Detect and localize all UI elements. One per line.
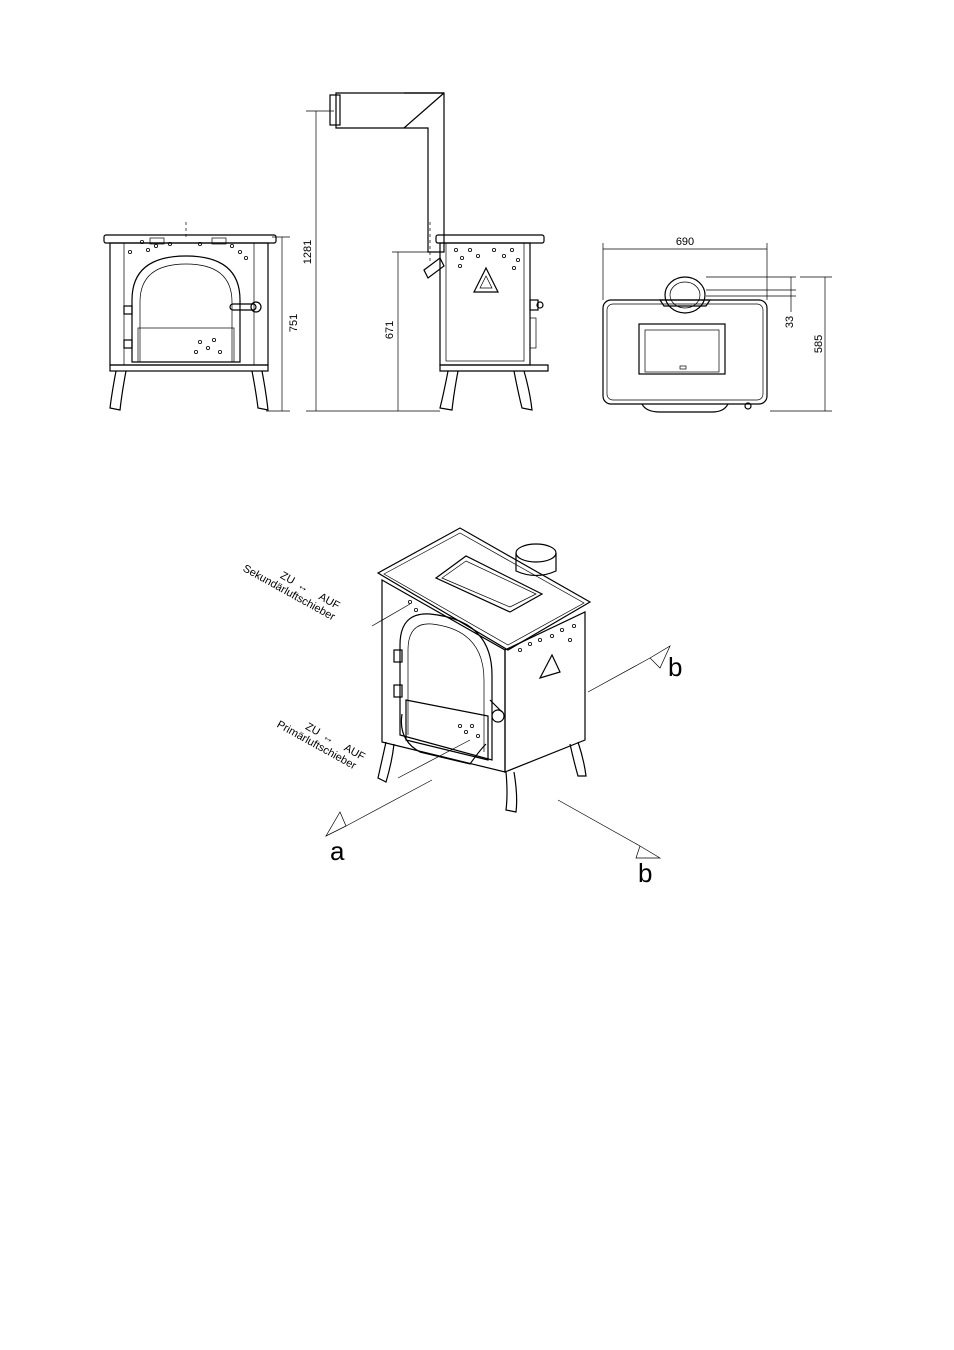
dim-flue-offset: 33 (784, 316, 796, 328)
clearance-b-label-bottom: b (638, 858, 652, 888)
primary-air-slider-label: ZU ↔ AUF Primärluftschieber (275, 708, 367, 774)
side-view: 1281 671 (302, 93, 548, 411)
dim-width: 690 (676, 236, 694, 248)
secondary-air-slider-label: ZU ↔ AUF Sekundärluftschieber (241, 552, 343, 623)
dim-depth: 585 (813, 335, 825, 353)
front-view: 751 (104, 222, 300, 411)
dim-front-height: 751 (288, 314, 300, 332)
clearance-b-label-top: b (668, 652, 682, 682)
dim-total-height: 1281 (302, 240, 314, 264)
dim-outlet-height: 671 (384, 321, 396, 339)
isometric-view (326, 528, 670, 858)
top-view: 690 33 585 (603, 236, 832, 412)
clearance-a-label: a (330, 836, 345, 866)
